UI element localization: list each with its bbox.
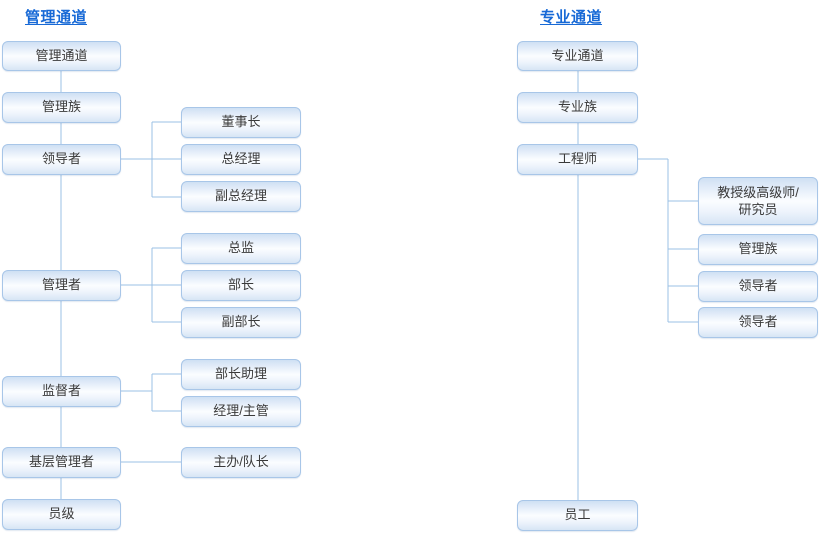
node-dept-head-assistant[interactable]: 部长助理	[181, 359, 301, 390]
node-deputy-dept-head[interactable]: 副部长	[181, 307, 301, 338]
node-engineer[interactable]: 工程师	[517, 144, 638, 175]
node-prof-leader-1[interactable]: 领导者	[698, 271, 818, 302]
node-prof-leader-2[interactable]: 领导者	[698, 307, 818, 338]
node-staff-level[interactable]: 员级	[2, 499, 121, 530]
node-director[interactable]: 总监	[181, 233, 301, 264]
node-mgmt-channel-root[interactable]: 管理通道	[2, 41, 121, 71]
column-title-professional-channel: 专业通道	[540, 9, 603, 26]
node-general-manager[interactable]: 总经理	[181, 144, 301, 175]
node-manager[interactable]: 管理者	[2, 270, 121, 301]
node-officer-team-lead[interactable]: 主办/队长	[181, 447, 301, 478]
node-prof-channel-root[interactable]: 专业通道	[517, 41, 638, 71]
node-manager-supervisor[interactable]: 经理/主管	[181, 396, 301, 427]
node-leader[interactable]: 领导者	[2, 144, 121, 175]
column-title-management-channel: 管理通道	[25, 9, 88, 26]
node-employee[interactable]: 员工	[517, 500, 638, 531]
node-chairman[interactable]: 董事长	[181, 107, 301, 138]
node-supervisor[interactable]: 监督者	[2, 376, 121, 407]
node-prof-family[interactable]: 专业族	[517, 92, 638, 123]
node-prof-mgmt-family[interactable]: 管理族	[698, 234, 818, 265]
node-frontline-manager[interactable]: 基层管理者	[2, 447, 121, 478]
node-professor-senior-researcher[interactable]: 教授级高级师/ 研究员	[698, 177, 818, 225]
node-department-head[interactable]: 部长	[181, 270, 301, 301]
node-mgmt-family[interactable]: 管理族	[2, 92, 121, 123]
node-deputy-gm[interactable]: 副总经理	[181, 181, 301, 212]
